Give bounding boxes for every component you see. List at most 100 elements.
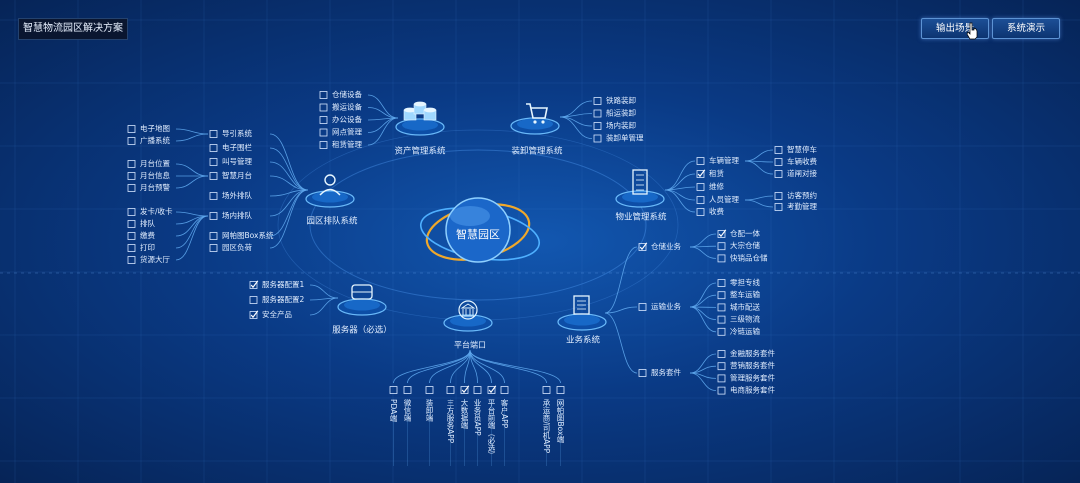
smart-park-hub[interactable]: 智慧园区 [417,196,544,268]
export-scene-button[interactable]: 输出场景 [921,18,989,39]
loading-item-checkbox[interactable] [593,97,602,105]
business-leaf-checkbox[interactable] [717,362,726,371]
checkbox-frame [593,134,602,143]
queue-sub-checkbox[interactable] [209,158,218,166]
asset-item-checkbox[interactable] [319,128,328,137]
queue-leaf-checkbox[interactable] [127,160,136,168]
property-icon-pedestal[interactable] [615,190,665,208]
connector-line [469,349,505,384]
business-leaf-checkbox[interactable] [717,386,726,395]
property-leaf-checkbox[interactable] [774,170,783,178]
property-leaf-checkbox[interactable] [774,146,783,154]
business-leaf-checkbox[interactable] [717,229,727,238]
business-leaf-checkbox[interactable] [717,315,726,324]
checkbox-frame [487,386,496,394]
platform-item-checkbox[interactable] [425,386,434,394]
hand-cursor-icon [966,22,978,40]
business-leaf-checkbox[interactable] [717,254,726,263]
business-leaf-label: 管理服务套件 [730,372,775,382]
queue-leaf-checkbox[interactable] [127,125,136,133]
queue-leaf-checkbox[interactable] [127,220,136,228]
connector-line [269,133,309,191]
pedestal-top [402,119,438,131]
checkbox-frame [717,230,726,238]
database-icon [403,101,437,121]
asset-item-checkbox[interactable] [319,141,328,149]
business-leaf-checkbox[interactable] [717,279,726,287]
platform-item-checkbox[interactable] [542,386,551,394]
platform-item-checkbox[interactable] [473,386,482,394]
queue-sub-checkbox[interactable] [209,212,218,220]
queue-sub-checkbox[interactable] [209,232,218,240]
server-item-checkbox[interactable] [249,296,258,304]
checkbox-frame [696,157,705,165]
platform-item-checkbox[interactable] [446,386,455,394]
platform-item-checkbox[interactable] [460,385,470,394]
checkbox-frame [717,327,726,336]
business-leaf-checkbox[interactable] [717,303,726,312]
platform-item-checkbox[interactable] [487,385,497,394]
platform-icon-pedestal[interactable] [443,314,493,332]
property-leaf-checkbox[interactable] [774,203,783,211]
platform-item-checkbox[interactable] [556,386,565,394]
queue-icon-pedestal[interactable] [305,190,355,208]
property-sub-checkbox[interactable] [696,183,705,191]
property-leaf-checkbox[interactable] [774,192,783,200]
property-sub-checkbox[interactable] [696,196,705,204]
business-leaf-checkbox[interactable] [717,327,726,336]
property-sub-checkbox[interactable] [696,208,705,216]
asset-item-checkbox[interactable] [319,116,328,124]
queue-leaf-checkbox[interactable] [127,172,136,180]
platform-item-checkbox[interactable] [403,386,412,394]
checkbox-frame [774,170,783,178]
business-sub-checkbox[interactable] [638,242,648,251]
queue-sub-checkbox[interactable] [209,244,218,252]
queue-sub-label: 场外排队 [222,190,252,200]
queue-sub-checkbox[interactable] [209,130,218,138]
platform-item-checkbox[interactable] [389,386,398,394]
business-icon-pedestal[interactable] [557,313,607,331]
property-sub-checkbox[interactable] [696,157,705,165]
loading-item-checkbox[interactable] [593,109,602,118]
asset-item-checkbox[interactable] [319,103,328,112]
asset-item-checkbox[interactable] [319,91,328,99]
connector-line [664,173,696,191]
platform-item-checkbox[interactable] [500,386,509,394]
business-sub-label: 运输业务 [651,301,681,311]
business-leaf-checkbox[interactable] [717,350,726,358]
server-icon-pedestal[interactable] [337,298,387,316]
connector-line [689,246,717,259]
queue-sub-checkbox[interactable] [209,192,218,200]
person-head [324,174,336,186]
queue-leaf-checkbox[interactable] [127,184,136,192]
bank-icon [458,300,478,320]
queue-leaf-checkbox[interactable] [127,137,136,145]
loading-item-checkbox[interactable] [593,122,602,130]
queue-sub-checkbox[interactable] [209,172,218,180]
queue-leaf-checkbox[interactable] [127,232,136,240]
checkbox-frame [127,125,136,133]
queue-leaf-checkbox[interactable] [127,256,136,264]
checkbox-frame [249,296,258,304]
property-sub-checkbox[interactable] [696,169,706,178]
checkbox-frame [319,116,328,124]
connector-line [664,189,696,213]
business-leaf-checkbox[interactable] [717,291,726,300]
queue-leaf-checkbox[interactable] [127,244,136,252]
loading-system-label: 装卸管理系统 [511,146,563,157]
server-item-checkbox[interactable] [249,310,259,319]
business-sub-checkbox[interactable] [638,369,647,377]
business-leaf-checkbox[interactable] [717,374,726,383]
property-leaf-checkbox[interactable] [774,158,783,166]
system-demo-button[interactable]: 系统演示 [992,18,1060,39]
queue-leaf-label: 货源大厅 [140,254,170,264]
queue-sub-checkbox[interactable] [209,144,218,152]
server-item-checkbox[interactable] [249,280,259,289]
queue-leaf-checkbox[interactable] [127,208,136,216]
platform-item-label: 客户APP [500,398,509,429]
business-sub-checkbox[interactable] [638,303,647,311]
loading-item-checkbox[interactable] [593,134,602,143]
business-leaf-checkbox[interactable] [717,242,726,251]
asset-icon-pedestal[interactable] [395,118,445,136]
